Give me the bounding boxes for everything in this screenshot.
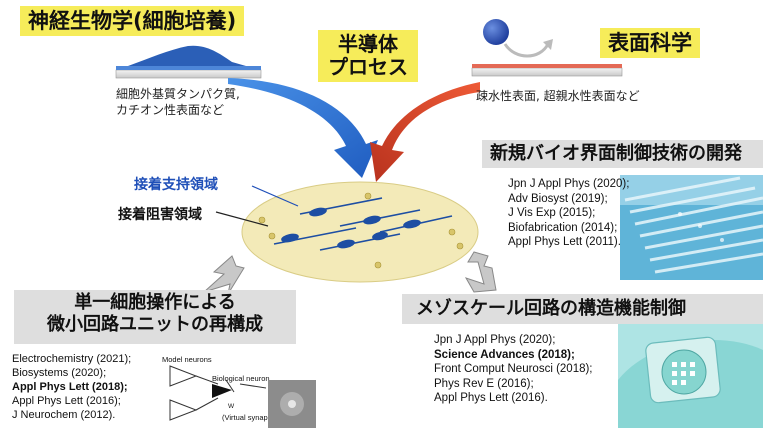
gray-arrow-left bbox=[203, 255, 245, 295]
heading-single-cell-line2: 微小回路ユニットの再構成 bbox=[47, 313, 263, 335]
ref-line: Electrochemistry (2021); bbox=[12, 353, 132, 365]
bottom-right-references: Jpn J Appl Phys (2020); Science Advances… bbox=[434, 333, 593, 406]
model-neurons-text: Model neurons bbox=[162, 355, 212, 364]
ref-line: Appl Phys Lett (2011). bbox=[508, 236, 621, 248]
ref-line: Front Comput Neurosci (2018); bbox=[434, 363, 593, 375]
ref-line: J Vis Exp (2015); bbox=[508, 207, 596, 219]
gray-arrow-right bbox=[464, 251, 497, 293]
ref-line: Biofabrication (2014); bbox=[508, 221, 618, 234]
ref-line: Jpn J Appl Phys (2020); bbox=[434, 334, 556, 346]
right-references: Jpn J Appl Phys (2020); Adv Biosyst (201… bbox=[508, 177, 629, 250]
label-adhesion-inhibit: 接着阻害領域 bbox=[118, 207, 202, 223]
title-semiconductor-line2: プロセス bbox=[328, 55, 408, 79]
left-substrate bbox=[115, 45, 262, 79]
micropattern-disk bbox=[215, 181, 479, 283]
biological-neuron-text: Biological neuron bbox=[212, 374, 270, 383]
left-desc-line1: 細胞外基質タンパク質, bbox=[116, 87, 240, 101]
ref-line: Jpn J Appl Phys (2020); bbox=[508, 178, 630, 190]
ref-line: Appl Phys Lett (2016); bbox=[12, 395, 121, 407]
blue-arrow bbox=[228, 78, 378, 178]
left-desc-line2: カチオン性表面など bbox=[116, 103, 225, 117]
ref-line: Adv Biosyst (2019); bbox=[508, 192, 608, 205]
micropattern-photo bbox=[620, 175, 763, 280]
right-description: 疎水性表面, 超親水性表面など bbox=[476, 89, 640, 103]
ref-line: Appl Phys Lett (2016). bbox=[434, 392, 548, 404]
left-description: 細胞外基質タンパク質, カチオン性表面など bbox=[116, 86, 240, 118]
title-surface-science: 表面科学 bbox=[600, 28, 700, 59]
ref-line: J Neurochem (2012). bbox=[12, 409, 116, 421]
heading-new-biointerface: 新規バイオ界面制御技術の開発 bbox=[482, 140, 763, 168]
model-neuron-schematic: Model neurons Biological neuron W (Virtu… bbox=[162, 355, 316, 428]
ref-line: Phys Rev E (2016); bbox=[434, 377, 534, 390]
w-text: W bbox=[228, 403, 235, 410]
bottom-left-references: Electrochemistry (2021); Biosystems (202… bbox=[12, 352, 131, 422]
heading-single-cell-manipulation: 単一細胞操作による 微小回路ユニットの再構成 bbox=[14, 290, 296, 344]
right-substrate bbox=[471, 19, 623, 77]
red-arrow bbox=[370, 82, 480, 182]
label-adhesion-support: 接着支持領域 bbox=[134, 177, 218, 193]
title-neurobiology: 神経生物学(細胞培養) bbox=[20, 6, 245, 37]
device-photo bbox=[618, 320, 763, 428]
ref-line: Appl Phys Lett (2018); bbox=[12, 381, 128, 393]
title-semiconductor-line1: 半導体 bbox=[338, 32, 398, 56]
ref-line: Science Advances (2018); bbox=[434, 348, 575, 361]
title-semiconductor-process: 半導体 プロセス bbox=[318, 30, 418, 82]
ref-line: Biosystems (2020); bbox=[12, 367, 107, 379]
heading-mesoscale-circuit: メゾスケール回路の構造機能制御 bbox=[402, 294, 763, 324]
virtual-synapse-text: (Virtual synapse) bbox=[222, 413, 279, 422]
heading-single-cell-line1: 単一細胞操作による bbox=[74, 292, 236, 313]
